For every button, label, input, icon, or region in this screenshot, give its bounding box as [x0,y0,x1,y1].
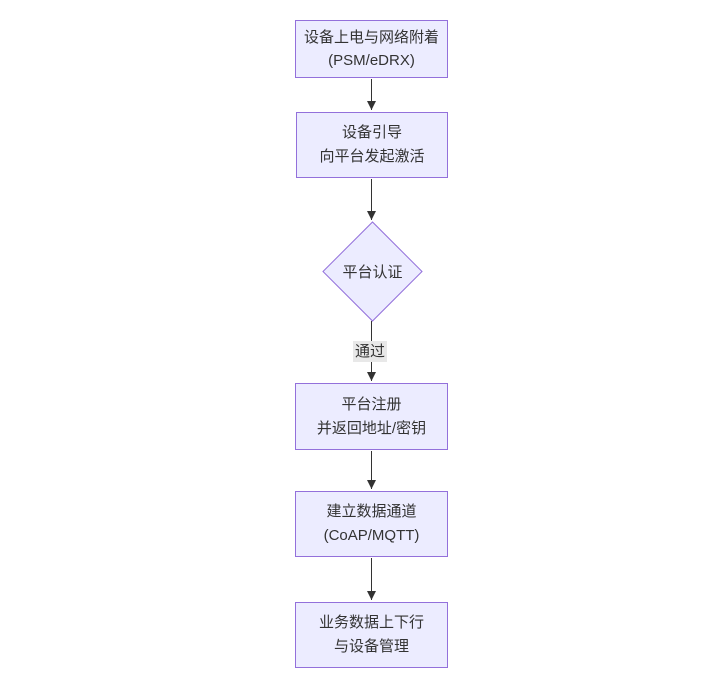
node-data-channel: 建立数据通道 (CoAP/MQTT) [295,491,448,557]
edge-label-pass-text: 通过 [355,343,386,360]
node-platform-register-line2: 并返回地址/密钥 [316,419,427,437]
edge-label-pass: 通过 [353,341,388,362]
node-bootstrap: 设备引导 向平台发起激活 [296,112,448,178]
node-data-channel-line2: (CoAP/MQTT) [323,527,420,544]
node-bootstrap-line1: 设备引导 [341,124,402,141]
node-bootstrap-line2: 向平台发起激活 [319,148,425,165]
node-platform-auth: 平台认证 [312,259,433,283]
node-power-attach-line1: 设备上电与网络附着 [303,29,439,46]
node-platform-register: 平台注册 并返回地址/密钥 [295,383,448,450]
node-power-attach: 设备上电与网络附着 (PSM/eDRX) [295,20,448,78]
node-business-data: 业务数据上下行 与设备管理 [295,602,448,668]
node-business-data-line1: 业务数据上下行 [318,614,424,631]
node-data-channel-line1: 建立数据通道 [326,503,417,520]
node-business-data-line2: 与设备管理 [333,638,409,655]
node-power-attach-line2: (PSM/eDRX) [328,52,415,69]
node-platform-auth-label: 平台认证 [342,263,403,281]
node-platform-register-line1: 平台注册 [341,395,402,413]
